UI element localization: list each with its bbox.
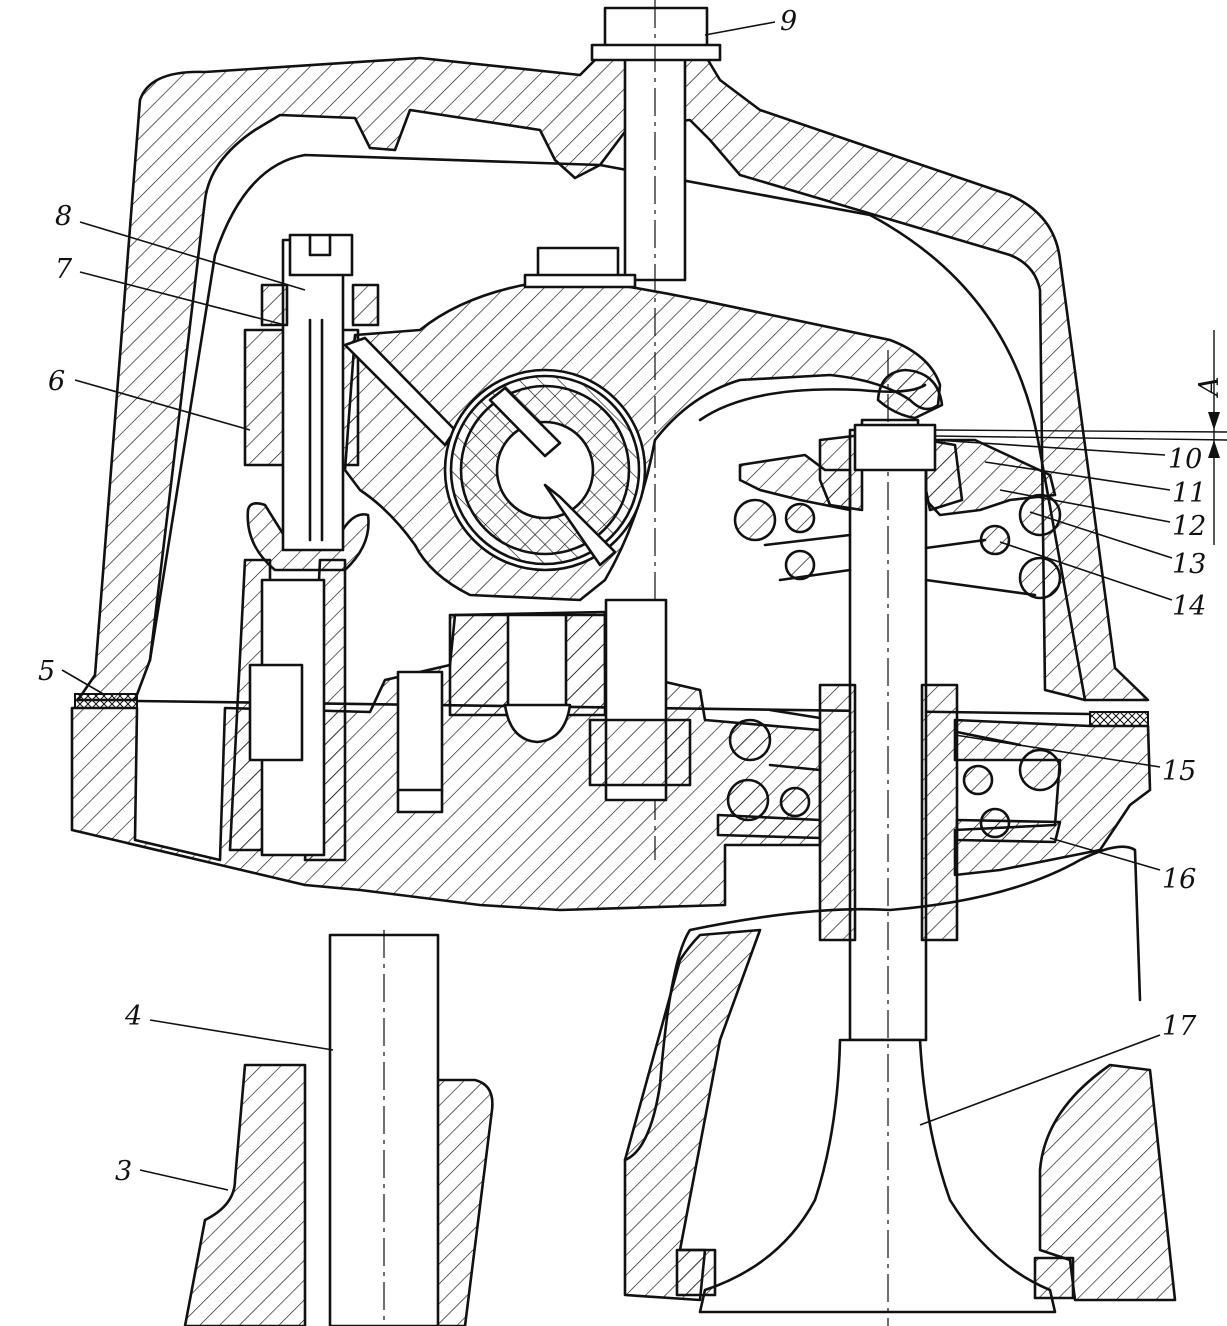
lock-washer [260,283,289,327]
port-wall-left [623,928,762,1302]
rocker-cover-inner [148,153,1087,702]
valve-guide-right [920,683,959,942]
callout-17: 17 [1162,1011,1197,1042]
lock-washer-right [351,283,380,327]
screw-slot [308,233,332,257]
cover-nut-washer [523,273,637,289]
pushrod-cup [248,663,304,762]
callout-11: 11 [1172,478,1206,509]
port-outline [623,845,1142,1162]
adjusting-screw [281,238,345,552]
clearance-line-bottom [934,435,1227,441]
rocker-cover [76,53,1150,702]
spring-seat-right [955,818,1062,844]
valve-guide [818,683,857,942]
rocker-shaft-bore [495,420,595,520]
cover-bolt-washer [590,43,722,62]
valve-seat-right [1033,1256,1075,1300]
cylinder-head-right [953,718,1152,877]
callout-6: 6 [48,366,65,397]
head-gasket-right [1089,711,1149,727]
cover-bolt-head [603,6,709,50]
stud-nut [588,718,692,787]
callout-14: 14 [1172,591,1206,622]
pushrod-tube [183,1063,307,1326]
lock-nut [243,328,287,467]
stand-bolt-tip [503,703,572,744]
callout-8: 8 [55,201,72,232]
callout-13: 13 [1172,549,1206,580]
rocker-cup-end [246,502,370,572]
clearance-line-top [934,429,1227,433]
clearance-arrow-top [1208,412,1220,430]
cylinder-head-block [70,610,822,912]
valve-springs [726,493,1062,839]
callout-12: 12 [1172,511,1206,542]
stand-bolt-hole [506,613,568,712]
callout-7: 7 [55,254,73,285]
callouts: 3 4 5 6 7 8 9 10 11 12 13 14 15 16 17 A [38,6,1225,1187]
head-gasket-left [74,693,138,709]
clearance-arrow-bottom [1208,440,1220,458]
callout-3: 3 [115,1156,132,1187]
dowel-pin [396,670,444,814]
valve-head [698,1038,1057,1314]
callout-9: 9 [780,6,797,37]
callout-16: 16 [1162,864,1196,895]
shaft-oil-hole-2 [543,483,617,567]
callout-5: 5 [38,656,55,687]
rocker-tip [876,368,944,420]
callout-4: 4 [124,1001,142,1032]
spring-seat-left [716,813,822,840]
shaft-oil-hole-1 [488,386,562,458]
callout-10: 10 [1168,444,1202,475]
callout-15: 15 [1162,756,1196,787]
clearance-label: A [1194,377,1225,400]
spring-cap [853,423,937,472]
port-wall-right [1038,1063,1177,1302]
leader-lines [61,21,1173,1191]
